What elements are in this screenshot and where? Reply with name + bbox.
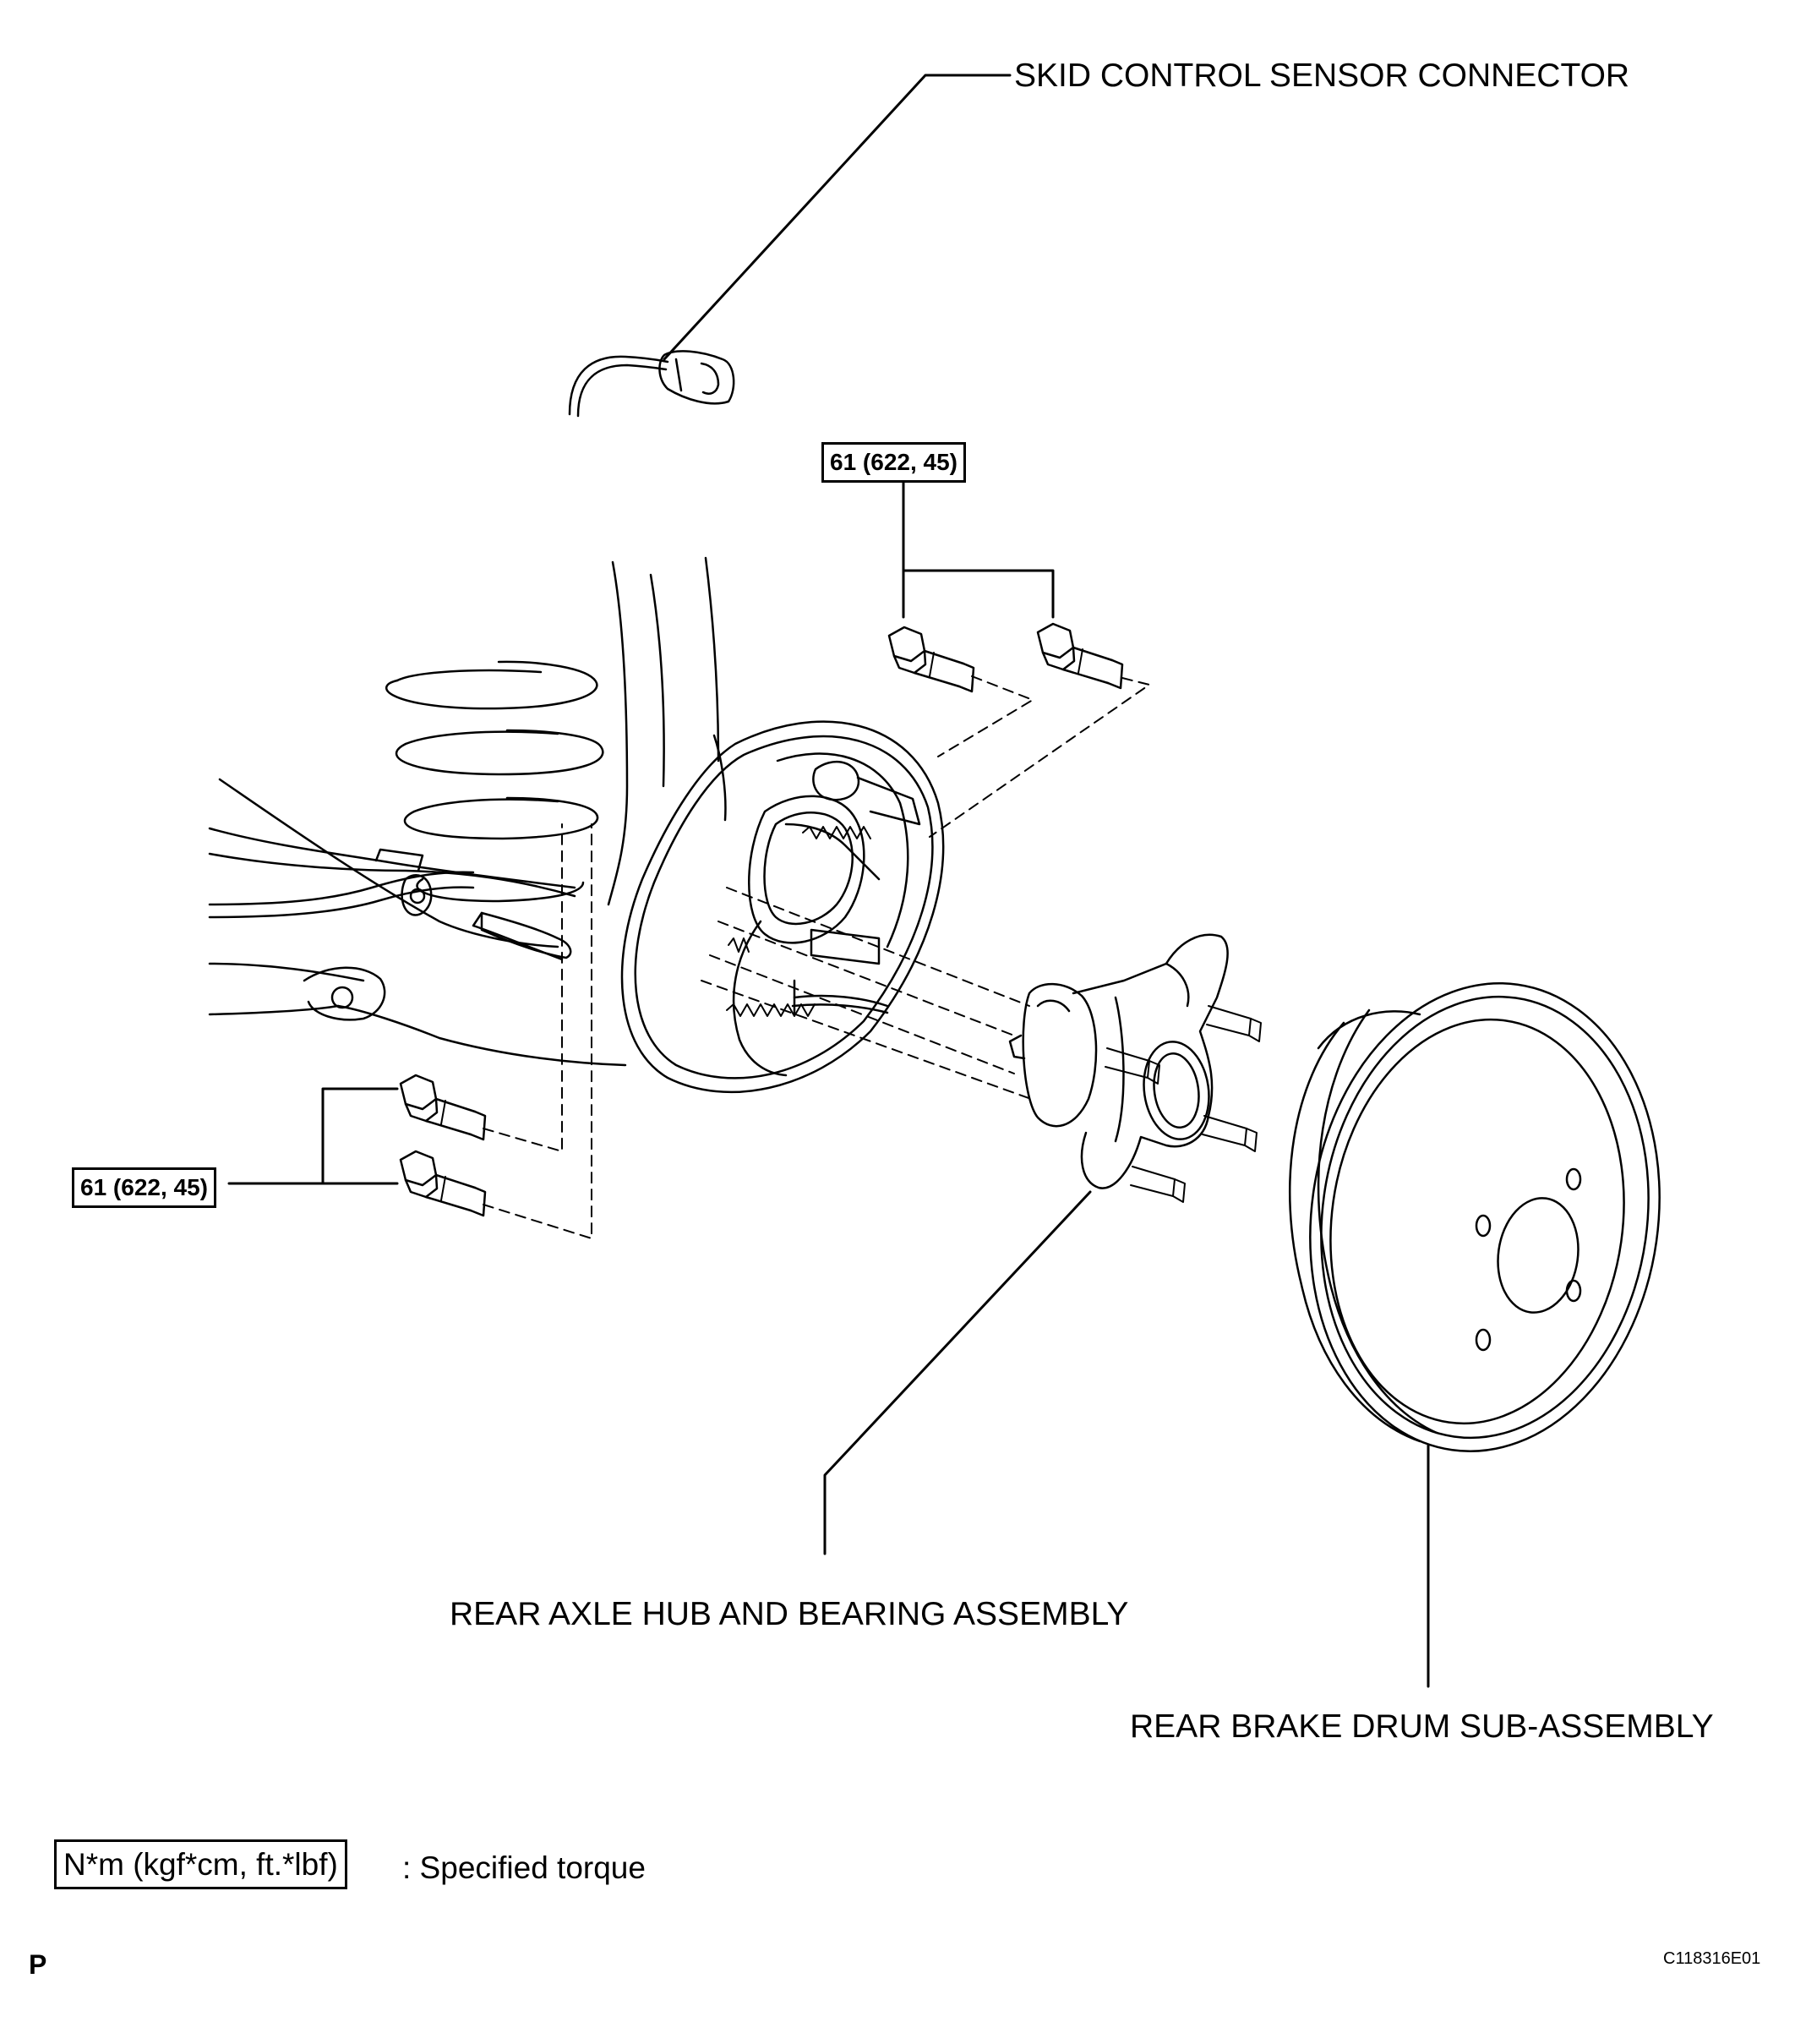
skid-sensor-connector xyxy=(568,350,735,418)
brake-drum xyxy=(1288,981,1661,1453)
lower-bolts xyxy=(399,1074,487,1217)
legend-description: : Specified torque xyxy=(402,1850,646,1885)
legend-unit-box: N*m (kgf*cm, ft.*lbf) xyxy=(54,1839,347,1889)
strut-body xyxy=(607,556,727,906)
axle-beam xyxy=(208,778,627,1067)
torque-spec-lower: 61 (622, 45) xyxy=(72,1167,216,1208)
hub-studs xyxy=(1105,1005,1262,1203)
hub-bearing-label: REAR AXLE HUB AND BEARING ASSEMBLY xyxy=(450,1596,1129,1632)
page-mark: P xyxy=(29,1949,47,1980)
bolt-upper-2 xyxy=(1036,622,1124,690)
bolt-lower-2 xyxy=(399,1150,487,1217)
brake-drum-label: REAR BRAKE DRUM SUB-ASSEMBLY xyxy=(1130,1708,1714,1745)
backing-plate xyxy=(620,720,945,1093)
alignment-lines xyxy=(483,675,1150,1239)
hub-bearing-assembly xyxy=(1008,933,1262,1203)
coil-spring xyxy=(385,660,604,903)
figure-code: C118316E01 xyxy=(1663,1949,1761,1968)
skid-sensor-connector-label: SKID CONTROL SENSOR CONNECTOR xyxy=(1014,57,1630,94)
bolt-upper-1 xyxy=(887,626,975,693)
bolt-lower-1 xyxy=(399,1074,487,1141)
torque-spec-upper: 61 (622, 45) xyxy=(821,442,966,483)
upper-bolts xyxy=(887,622,1124,693)
leader-lines xyxy=(227,74,1430,1688)
brake-springs xyxy=(726,826,871,1017)
